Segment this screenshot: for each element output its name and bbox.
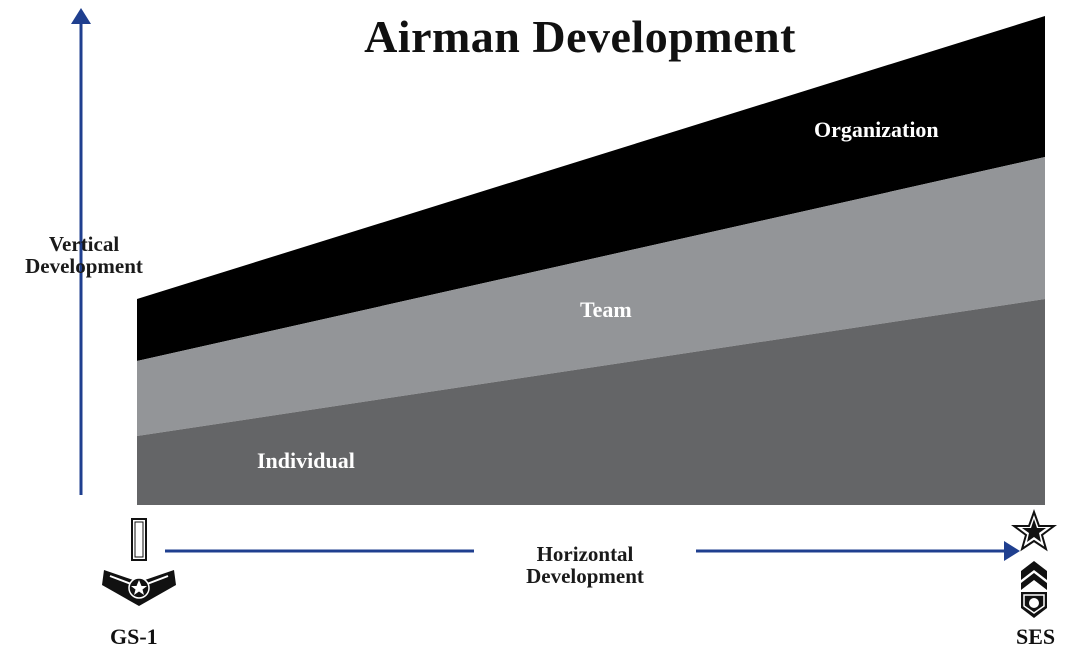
horizontal-axis-label: Horizontal Development: [526, 542, 644, 588]
chief-star-chevron-icon: [1011, 509, 1057, 618]
vertical-arrowhead-icon: [71, 8, 91, 24]
horizontal-arrowhead-icon: [1004, 541, 1020, 561]
start-grade-label: GS-1: [110, 624, 158, 649]
individual-band: [137, 299, 1045, 505]
airman-chevron-icon: [102, 518, 176, 606]
page-title: Airman Development: [364, 11, 796, 62]
band-label-organization: Organization: [814, 117, 939, 142]
team-band: [137, 157, 1045, 436]
band-label-individual: Individual: [257, 448, 355, 473]
vertical-axis-label: Vertical Development: [25, 232, 143, 278]
end-grade-label: SES: [1016, 624, 1056, 649]
band-label-team: Team: [580, 297, 632, 322]
organization-band: [137, 16, 1045, 361]
